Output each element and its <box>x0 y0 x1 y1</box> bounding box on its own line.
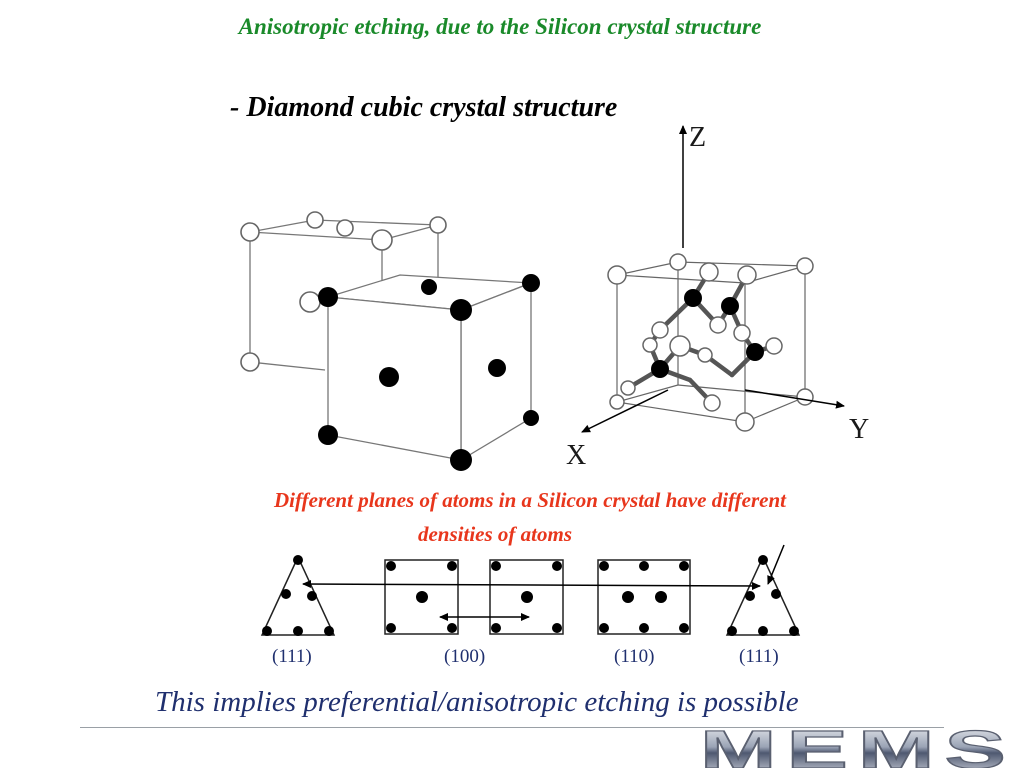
long-double-arrow <box>302 580 761 590</box>
front-cube-atoms <box>318 274 540 471</box>
pointer-arrow <box>767 544 785 585</box>
plane-100 <box>384 559 564 635</box>
plane-label-110: (110) <box>614 646 654 667</box>
density-note-line-1: Different planes of atoms in a Silicon c… <box>274 488 786 512</box>
x-axis-label: X <box>566 440 586 471</box>
y-axis-label: Y <box>849 414 869 445</box>
plane-label-111-right: (111) <box>739 646 779 667</box>
slide-subtitle: - Diamond cubic crystal structure <box>230 92 618 123</box>
plane-111-right <box>725 555 801 636</box>
back-cube-atoms <box>240 211 447 372</box>
density-note-line-2: densities of atoms <box>417 522 572 546</box>
diamond-open-atoms <box>607 253 814 432</box>
plane-label-100: (100) <box>444 646 485 667</box>
plane-label-111-left: (111) <box>272 646 312 667</box>
plane-110 <box>597 559 691 635</box>
axes <box>581 125 845 433</box>
y-axis <box>744 389 845 409</box>
diamond-filled-atoms <box>651 289 764 378</box>
z-axis-label: Z <box>689 122 706 153</box>
footer-divider <box>80 727 944 728</box>
comparison-arrows <box>302 544 785 621</box>
slide-title: Anisotropic etching, due to the Silicon … <box>238 14 762 39</box>
x-axis <box>581 389 669 433</box>
conclusion-text: This implies preferential/anisotropic et… <box>155 686 799 718</box>
plane-111-left <box>260 555 336 636</box>
